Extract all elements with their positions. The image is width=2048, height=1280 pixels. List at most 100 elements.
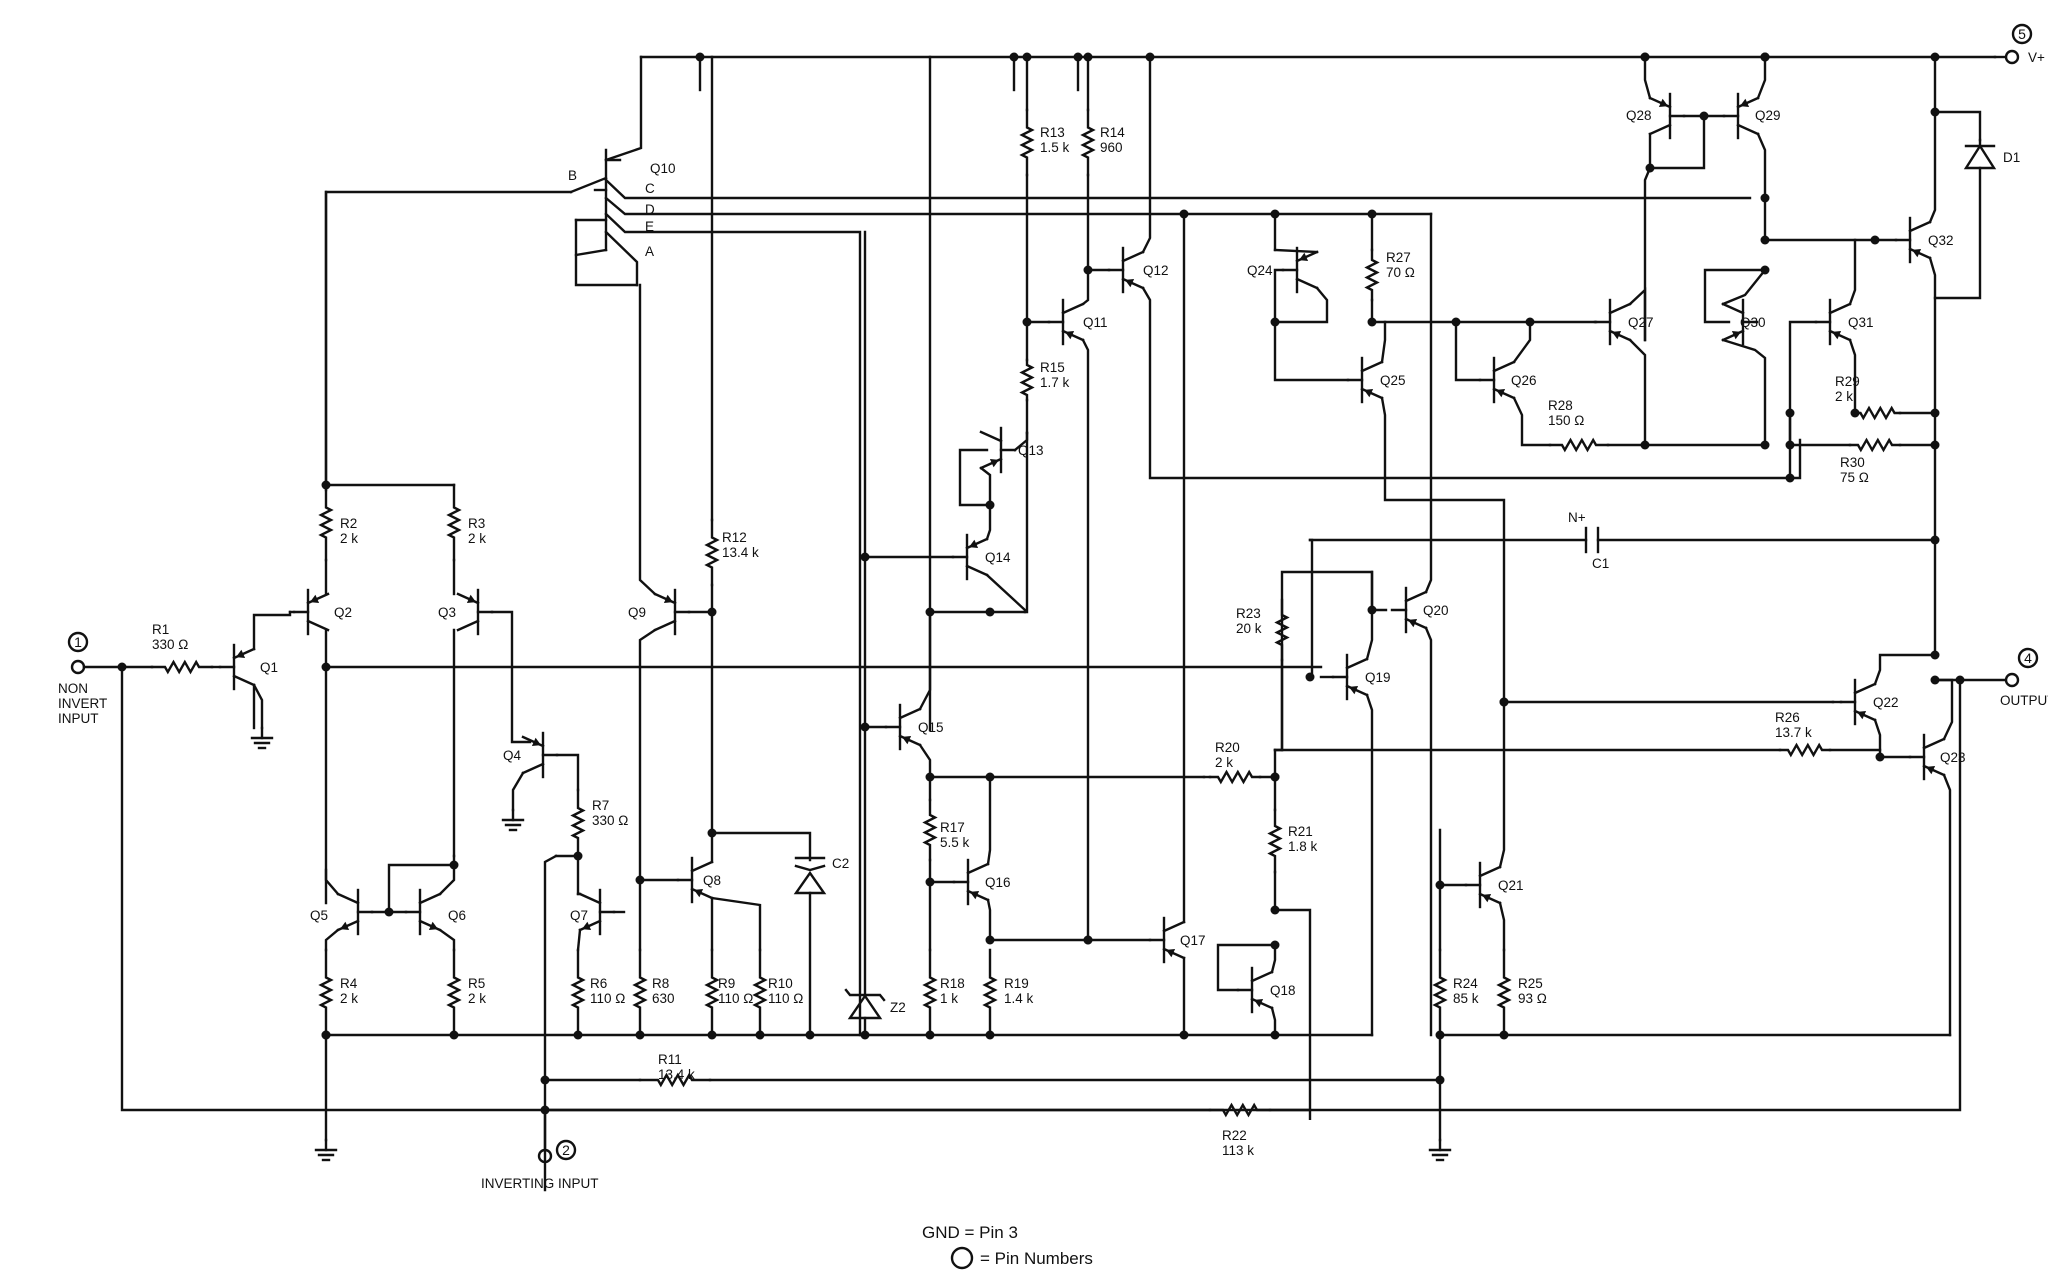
q10-terminal-e: E (645, 219, 654, 234)
ground-icon (314, 1138, 338, 1162)
junction-dot (1367, 605, 1377, 615)
wire (1721, 338, 1767, 447)
junction-dot (707, 828, 717, 838)
transistor-q18 (1236, 966, 1274, 1014)
resistor-r9 (704, 948, 720, 1037)
junction-dot (1930, 650, 1940, 660)
resistor-value-r14: 960 (1100, 140, 1123, 155)
wire (387, 863, 456, 914)
junction-dot (985, 607, 995, 617)
junction-dot (1435, 1030, 1445, 1040)
transistor-label-q2: Q2 (334, 605, 352, 620)
q10-collector-d (604, 196, 1433, 216)
resistor-label-r21: R21 (1288, 824, 1313, 839)
emitter-arrow (1739, 98, 1750, 107)
junction-dot (321, 1030, 331, 1040)
wire (1081, 338, 1090, 942)
junction-dot (1870, 235, 1880, 245)
output-pin-label: OUTPUT (2000, 693, 2048, 708)
resistor-value-r30: 75 Ω (1840, 470, 1869, 485)
transistor-q22 (1839, 678, 1877, 726)
wire (986, 775, 992, 866)
transistor-label-q25: Q25 (1380, 373, 1406, 388)
resistor-r29 (1853, 405, 1902, 421)
pin-p4-terminal[interactable] (2004, 672, 2020, 688)
wire (543, 678, 1962, 1112)
capacitor-type-c1: N+ (1568, 510, 1586, 525)
junction-dot (321, 480, 331, 490)
wire (1216, 943, 1277, 992)
transistor-q16 (952, 858, 990, 906)
resistor-label-r19: R19 (1004, 976, 1029, 991)
junction-dot (1083, 935, 1093, 945)
resistor-value-r9: 110 Ω (718, 991, 753, 1006)
diode-label-d1: D1 (2003, 150, 2020, 165)
wire (638, 283, 657, 596)
emitter-arrow (1348, 686, 1359, 695)
v-plus-pin-label: V+ (2028, 50, 2045, 65)
pin-p5-terminal[interactable] (2004, 49, 2020, 65)
resistor-r10 (752, 948, 768, 1037)
transistor-label-q1: Q1 (260, 660, 278, 675)
transistor-q24 (1281, 246, 1319, 294)
zener-z2 (844, 988, 886, 1020)
junction-dot (321, 662, 331, 672)
resistor-value-r21: 1.8 k (1288, 839, 1318, 854)
wire (985, 503, 992, 541)
wire (1512, 396, 1552, 447)
resistor-r15 (1019, 358, 1035, 402)
pin-p1-terminal[interactable] (70, 659, 86, 675)
wire (1498, 901, 1506, 952)
transistor-label-q20: Q20 (1423, 603, 1449, 618)
transistor-q32 (1894, 216, 1932, 264)
wire (324, 868, 340, 896)
junction-dot (707, 1030, 717, 1040)
emitter-arrow (1064, 331, 1075, 340)
wire (1498, 700, 1506, 869)
resistor-r8 (632, 948, 648, 1037)
wire (1928, 55, 1937, 224)
transistor-q9 (653, 588, 691, 636)
diode-label-z2: Z2 (890, 1000, 906, 1015)
transistor-label-q8: Q8 (703, 873, 721, 888)
transistor-label-q29: Q29 (1755, 108, 1781, 123)
resistor-value-r22: 113 k (1222, 1143, 1254, 1158)
resistor-r12 (704, 518, 720, 587)
wire (1788, 320, 1818, 447)
emitter-arrow (1831, 331, 1842, 340)
transistor-q13 (979, 426, 1017, 474)
resistor-label-r30: R30 (1840, 455, 1865, 470)
junction-dot (1760, 265, 1770, 275)
transistor-label-q7: Q7 (570, 908, 588, 923)
emitter-arrow (969, 891, 980, 900)
junction-dot (1640, 52, 1650, 62)
wire (1703, 268, 1767, 324)
pin-p4-number: 4 (2024, 650, 2032, 666)
q10-terminal-b: B (568, 168, 577, 183)
q10-collector-e (604, 212, 862, 1037)
resistor-label-r1: R1 (152, 622, 169, 637)
transistor-q10 (593, 148, 608, 252)
pin-p2-terminal[interactable] (537, 1148, 553, 1164)
junction-dot (985, 1030, 995, 1040)
junction-dot (1760, 235, 1770, 245)
resistor-label-r22: R22 (1222, 1128, 1247, 1143)
q10-emitter (604, 55, 643, 162)
transistor-label-q15: Q15 (918, 720, 944, 735)
emitter-arrow (901, 736, 912, 745)
wire (1848, 238, 1857, 306)
resistor-r4 (318, 948, 334, 1037)
wire (555, 753, 580, 792)
wire (958, 448, 992, 507)
resistor-label-r7: R7 (592, 798, 609, 813)
inverting-input-label: INVERTING INPUT (481, 1176, 599, 1191)
non-invert-label-1: NON (58, 681, 88, 696)
transistor-q30 (1721, 298, 1759, 346)
wire (576, 928, 582, 952)
resistor-value-r11: 13.4 k (658, 1067, 695, 1082)
q10-collector-a (604, 230, 639, 287)
transistor-q19 (1331, 653, 1369, 701)
wire (1365, 693, 1374, 1037)
